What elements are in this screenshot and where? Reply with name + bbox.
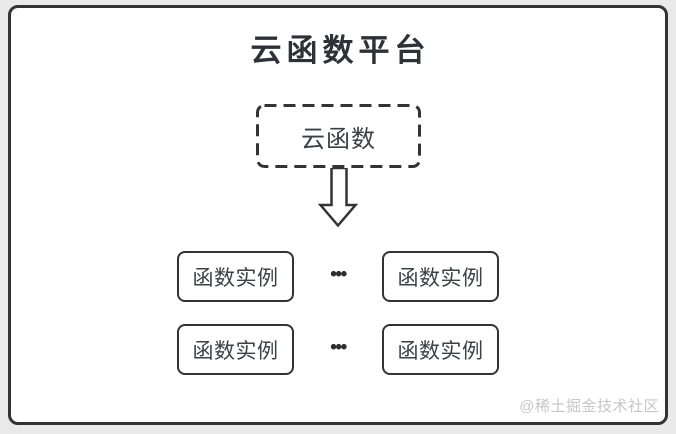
cloud-function-node: 云函数 — [256, 104, 421, 168]
function-instance-box: 函数实例 — [382, 251, 499, 302]
function-instance-box: 函数实例 — [382, 324, 499, 375]
function-instance-label: 函数实例 — [397, 266, 484, 290]
function-instance-label: 函数实例 — [397, 339, 484, 363]
ellipsis-dots: ••• — [330, 264, 347, 285]
function-instance-box: 函数实例 — [177, 324, 294, 375]
instance-row: 函数实例 ••• 函数实例 — [177, 324, 499, 375]
instance-row: 函数实例 ••• 函数实例 — [177, 251, 499, 302]
ellipsis-dots: ••• — [330, 337, 347, 358]
cloud-platform-frame: 云函数平台 云函数 函数实例 ••• 函数实例 函数实例 ••• — [8, 5, 668, 425]
cloud-function-label: 云函数 — [301, 125, 376, 153]
function-instance-label: 函数实例 — [192, 339, 279, 363]
diagram-title: 云函数平台 — [250, 33, 431, 68]
watermark: @稀土掘金技术社区 — [519, 398, 659, 415]
dashed-border — [256, 104, 421, 168]
function-instance-label: 函数实例 — [192, 266, 279, 290]
function-instance-box: 函数实例 — [177, 251, 294, 302]
down-arrow-icon — [318, 168, 358, 228]
